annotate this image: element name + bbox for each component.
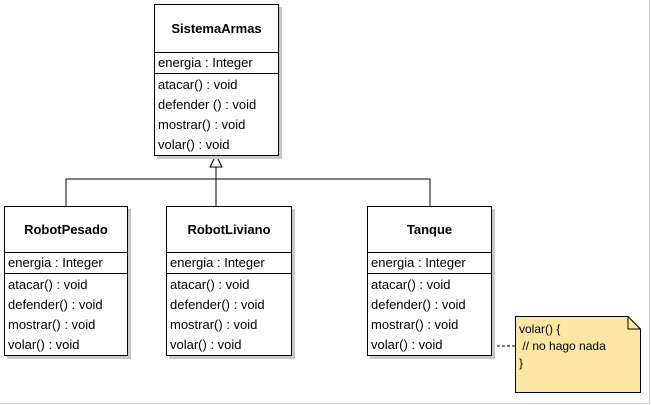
attributes-section: energia : Integer — [368, 253, 491, 274]
class-name: SistemaArmas — [155, 5, 278, 53]
attributes-section: energia : Integer — [167, 253, 291, 274]
class-name: RobotLiviano — [167, 207, 291, 253]
operation: atacar() : void — [8, 277, 88, 292]
operation: atacar() : void — [158, 77, 238, 92]
operation: mostrar() : void — [170, 317, 258, 332]
operation: volar() : void — [158, 137, 230, 152]
operations-section: atacar() : void defender() : void mostra… — [5, 274, 127, 356]
class-name: Tanque — [368, 207, 491, 253]
operation: volar() : void — [8, 337, 80, 352]
operation: defender () : void — [158, 97, 257, 112]
class-tanque[interactable]: Tanque energia : Integer atacar() : void… — [367, 206, 492, 356]
operation: volar() : void — [371, 337, 443, 352]
operation: mostrar() : void — [371, 317, 459, 332]
operation: defender() : void — [371, 297, 466, 312]
class-sistemaarmas[interactable]: SistemaArmas energia : Integer atacar() … — [154, 4, 279, 156]
attributes-section: energia : Integer — [5, 253, 127, 274]
attribute: energia : Integer — [371, 255, 466, 270]
operation: volar() : void — [170, 337, 242, 352]
operation: mostrar() : void — [8, 317, 96, 332]
attribute: energia : Integer — [8, 255, 103, 270]
class-name: RobotPesado — [5, 207, 127, 253]
operation: defender() : void — [170, 297, 265, 312]
generalization-arrowhead — [209, 153, 223, 168]
operation: atacar() : void — [170, 277, 250, 292]
note-text: volar() { // no hago nada } — [519, 322, 606, 370]
attribute: energia : Integer — [170, 255, 265, 270]
operation: mostrar() : void — [158, 117, 246, 132]
note-shape — [515, 316, 641, 393]
uml-note[interactable]: volar() { // no hago nada } — [515, 316, 641, 393]
operation: atacar() : void — [371, 277, 451, 292]
operations-section: atacar() : void defender () : void mostr… — [155, 74, 278, 156]
attributes-section: energia : Integer — [155, 53, 278, 74]
class-robotpesado[interactable]: RobotPesado energia : Integer atacar() :… — [4, 206, 128, 356]
class-robotliviano[interactable]: RobotLiviano energia : Integer atacar() … — [166, 206, 292, 356]
attribute: energia : Integer — [158, 55, 253, 70]
operation: defender() : void — [8, 297, 103, 312]
operations-section: atacar() : void defender() : void mostra… — [167, 274, 291, 356]
operations-section: atacar() : void defender() : void mostra… — [368, 274, 491, 356]
